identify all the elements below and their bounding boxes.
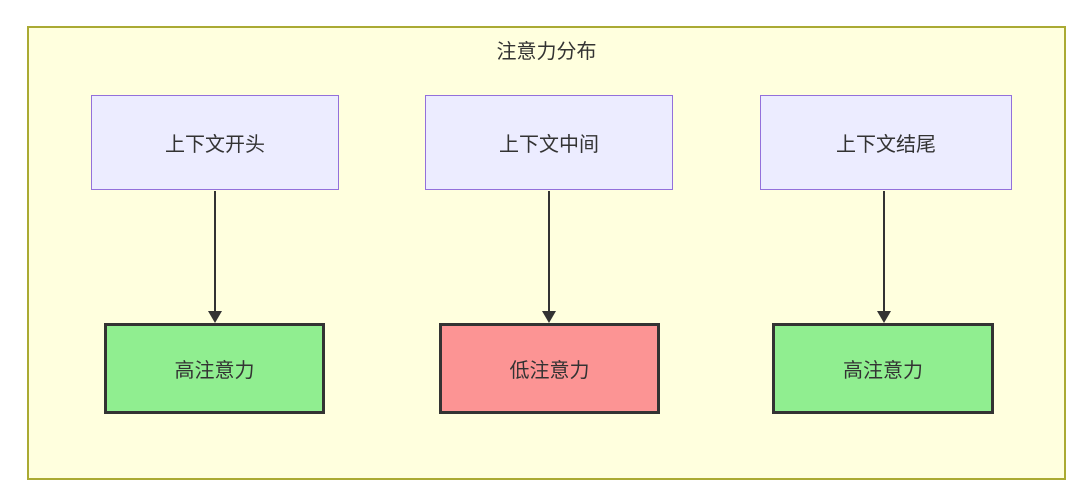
node-low-attention-label: 低注意力 xyxy=(509,358,590,382)
diagram-title: 注意力分布 xyxy=(496,39,597,63)
node-high-attention-left-label: 高注意力 xyxy=(174,358,255,382)
node-context-end-label: 上下文结尾 xyxy=(836,132,936,156)
node-context-start-label: 上下文开头 xyxy=(165,132,265,156)
arrow-middle-to-low xyxy=(542,191,556,323)
attention-distribution-diagram: 注意力分布 上下文开头 上下文中间 上下文结尾 高注意力 低注意力 高注意力 xyxy=(27,26,1066,480)
node-context-middle: 上下文中间 xyxy=(425,95,673,190)
arrow-head-icon xyxy=(877,311,891,323)
arrow-start-to-high xyxy=(208,191,222,323)
arrow-shaft xyxy=(883,191,885,312)
arrow-shaft xyxy=(214,191,216,312)
arrow-head-icon xyxy=(208,311,222,323)
node-high-attention-left: 高注意力 xyxy=(104,323,325,414)
node-context-middle-label: 上下文中间 xyxy=(499,132,599,156)
node-high-attention-right-label: 高注意力 xyxy=(843,358,923,382)
node-context-end: 上下文结尾 xyxy=(760,95,1012,190)
arrow-end-to-high xyxy=(877,191,891,323)
node-context-start: 上下文开头 xyxy=(91,95,339,190)
node-high-attention-right: 高注意力 xyxy=(772,323,994,414)
arrow-shaft xyxy=(548,191,550,312)
node-low-attention: 低注意力 xyxy=(439,323,660,414)
arrow-head-icon xyxy=(542,311,556,323)
